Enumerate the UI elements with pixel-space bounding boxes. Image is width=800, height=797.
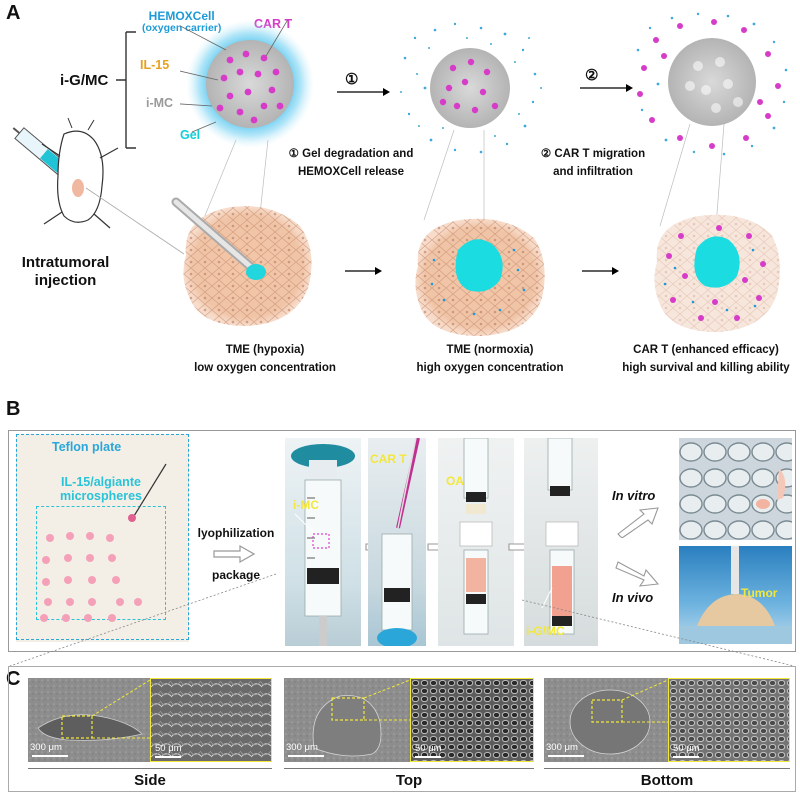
syringe-igmc-photo: i-G/MC: [524, 438, 598, 646]
process-arrow-icon: [213, 544, 256, 564]
composite-bracket: [116, 31, 136, 149]
tumor-arrow2-icon: [582, 267, 619, 275]
tumor-normoxia: [415, 218, 545, 336]
syringe-oa-photo: OA: [438, 438, 514, 646]
tumor-enhanced-cart: [654, 214, 780, 332]
sem-bottom-zoom-lines: [621, 679, 669, 723]
sem-side-divider: [28, 768, 272, 769]
step1-arrow-icon: [337, 88, 390, 96]
gel-label: Gel: [180, 128, 201, 142]
syringe-imc-photo: i-MC: [285, 438, 361, 646]
invitro-label: In vitro: [612, 488, 656, 503]
sem-top-zoom-lines: [363, 679, 411, 721]
step2-number: ②: [585, 67, 599, 84]
oa-tag: OA: [446, 474, 464, 488]
syringe-cart-photo: CAR T: [368, 438, 426, 646]
process-label-package: package: [211, 568, 261, 582]
mouse-syringe-illustration: [12, 117, 119, 229]
invivo-label: In vivo: [612, 590, 654, 605]
sem-top-scale-high: 50 μm: [415, 743, 442, 754]
sem-bottom-divider: [544, 768, 790, 769]
invitro-arrow-icon: [617, 507, 659, 538]
zoom-dotted-lines: [9, 573, 795, 667]
composite-sphere: [180, 20, 314, 148]
sem-bottom-scale-high: 50 μm: [673, 743, 700, 754]
tme1-caption: TME (hypoxia)low oxygen concentration: [194, 344, 336, 374]
sem-top-high: 50 μm: [410, 678, 534, 762]
sem-bottom-caption: Bottom: [640, 772, 694, 789]
teflon-label: Teflon plate: [52, 440, 122, 454]
sem-side-low: 300 μm: [28, 678, 150, 762]
tumor-hypoxia: [171, 197, 312, 326]
sem-top-caption: Top: [395, 772, 423, 789]
tumor-tag: Tumor: [741, 586, 778, 600]
sem-top-scale-low: 300 μm: [286, 742, 318, 753]
igmc-tag: i-G/MC: [526, 624, 565, 638]
composite-label: i-G/MC: [60, 72, 109, 89]
panel-b-frame: [8, 430, 796, 652]
sem-side-caption: Side: [134, 772, 166, 789]
tumor-arrow1-icon: [345, 267, 382, 275]
panel-c-frame: [8, 666, 796, 792]
sem-top-divider: [284, 768, 534, 769]
sem-side-high: 50 μm: [150, 678, 272, 762]
sem-bottom-high: 50 μm: [668, 678, 790, 762]
sem-bottom-scale-low: 300 μm: [546, 742, 578, 753]
panel-a-letter: A: [6, 2, 21, 24]
tme3-caption: CAR T (enhanced efficacy)high survival a…: [622, 344, 790, 374]
invivo-arrow-icon: [615, 561, 660, 587]
il15-label: IL-15: [140, 58, 170, 72]
tme2-caption: TME (normoxia)high oxygen concentration: [416, 344, 564, 374]
panel-c-letter: C: [6, 668, 21, 690]
process-label-lyophilization: lyophilization: [197, 526, 275, 540]
panel-b-letter: B: [6, 398, 21, 420]
invivo-tumor-photo: Tumor: [679, 546, 792, 644]
migrated-composite: [636, 12, 788, 156]
sem-side-scale-high: 50 μm: [155, 743, 182, 754]
imc-label: i-MC: [146, 96, 174, 110]
sem-side-scale-low: 300 μm: [30, 742, 62, 753]
imc-tag: i-MC: [293, 498, 319, 512]
degraded-composite: [400, 22, 542, 154]
sem-side-zoom-lines: [91, 679, 151, 739]
step2-arrow-icon: [580, 84, 633, 92]
well-plate-photo: [679, 438, 792, 540]
hemox-label: HEMOXCell (oxygen carrier): [142, 9, 222, 34]
cart-tag: CAR T: [370, 452, 407, 466]
sem-bottom-low: 300 μm: [544, 678, 668, 762]
zoom-connector-lines: [203, 123, 725, 227]
step1-number: ①: [345, 71, 359, 88]
injection-connector-line: [85, 187, 185, 255]
